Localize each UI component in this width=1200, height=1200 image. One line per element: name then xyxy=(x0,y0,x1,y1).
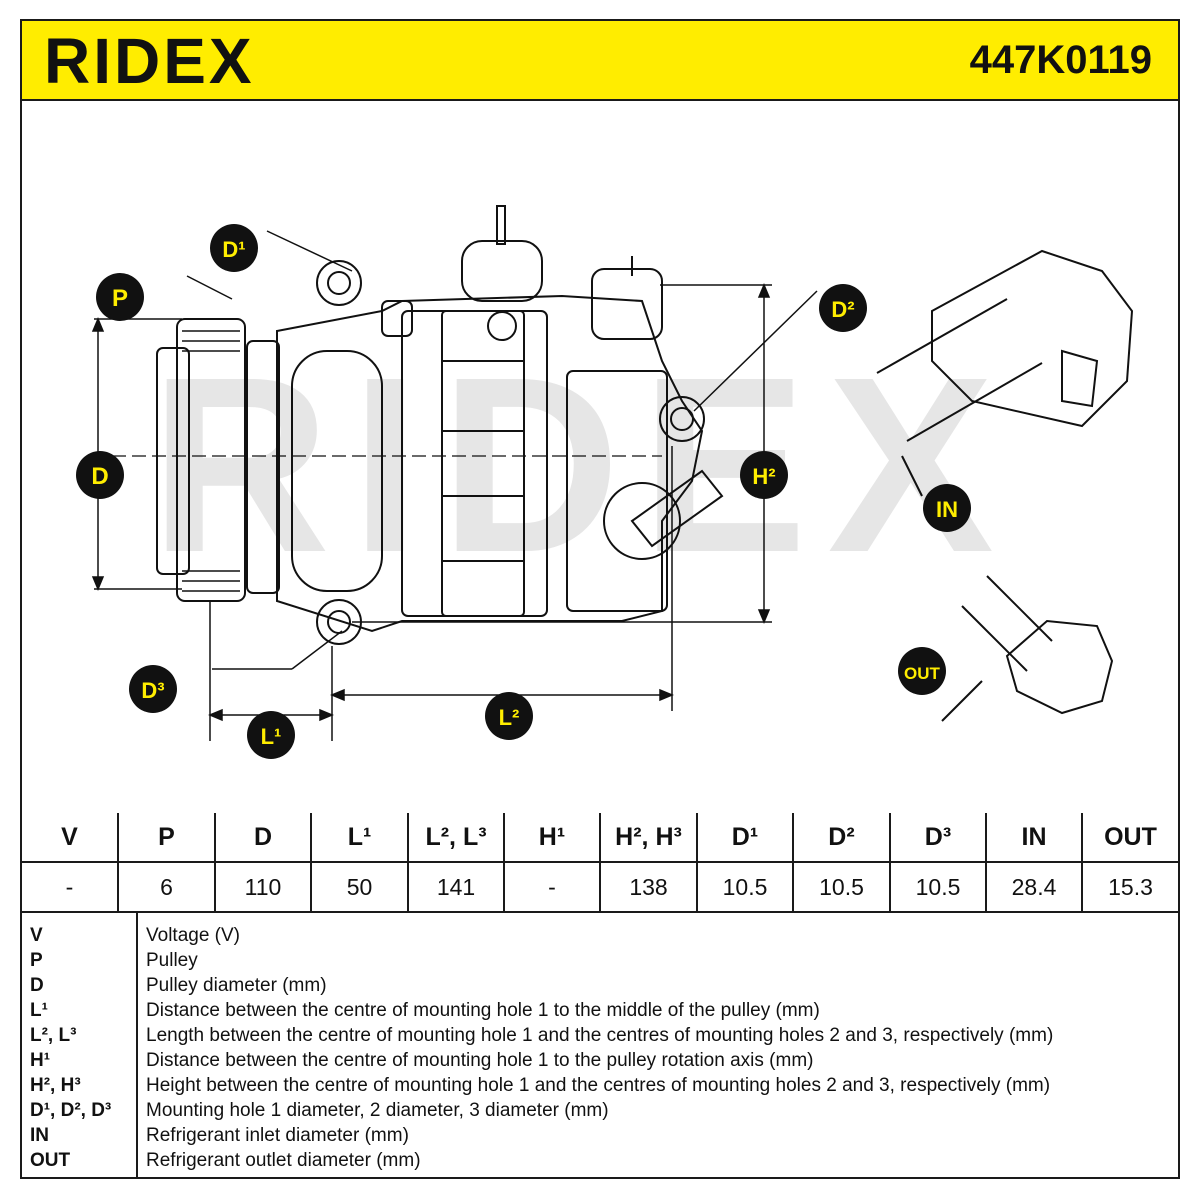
legend-key: D xyxy=(30,975,44,996)
compressor-body xyxy=(112,205,724,645)
spec-value: - xyxy=(22,861,119,913)
spec-header: V xyxy=(22,813,119,863)
legend-desc: Mounting hole 1 diameter, 2 diameter, 3 … xyxy=(146,1100,609,1121)
header-bar: RIDEX 447K0119 xyxy=(22,21,1178,101)
callout-d3: D³ xyxy=(141,678,164,703)
callout-l1: L¹ xyxy=(261,724,282,749)
spec-value: 10.5 xyxy=(792,861,891,913)
legend-desc: Pulley xyxy=(146,950,198,971)
legend-desc: Distance between the centre of mounting … xyxy=(146,1050,814,1071)
callout-d2: D² xyxy=(831,297,854,322)
spec-header: D³ xyxy=(889,813,987,863)
legend-desc: Pulley diameter (mm) xyxy=(146,975,327,996)
legend-key: P xyxy=(30,950,43,971)
callout-l2: L² xyxy=(499,705,520,730)
legend-item: V Voltage (V) xyxy=(22,923,1178,948)
specs-header-row: V P D L¹ L², L³ H¹ H², H³ D¹ D² D³ IN OU… xyxy=(22,813,1178,863)
compressor-drawing: RIDEX xyxy=(76,205,1134,759)
callout-h2: H² xyxy=(752,464,775,489)
legend-desc: Distance between the centre of mounting … xyxy=(146,1000,820,1021)
spec-header: H², H³ xyxy=(599,813,698,863)
legend-item: IN Refrigerant inlet diameter (mm) xyxy=(22,1123,1178,1148)
product-sheet: RIDEX 447K0119 RIDEX xyxy=(20,19,1180,1179)
callout-d: D xyxy=(91,463,108,490)
legend-key: L¹ xyxy=(30,1000,48,1021)
legend-key: H², H³ xyxy=(30,1075,81,1096)
spec-value: 15.3 xyxy=(1081,861,1178,913)
technical-drawing: RIDEX xyxy=(22,101,1178,811)
legend-item: D¹, D², D³ Mounting hole 1 diameter, 2 d… xyxy=(22,1098,1178,1123)
legend-item: D Pulley diameter (mm) xyxy=(22,973,1178,998)
spec-header: IN xyxy=(985,813,1083,863)
legend-item: H¹ Distance between the centre of mounti… xyxy=(22,1048,1178,1073)
legend: V Voltage (V) P Pulley D Pulley diameter… xyxy=(22,913,1178,1177)
legend-desc: Length between the centre of mounting ho… xyxy=(146,1025,1054,1046)
callout-p: P xyxy=(112,285,128,312)
spec-value: 6 xyxy=(117,861,216,913)
spec-header: D xyxy=(214,813,312,863)
spec-value: 141 xyxy=(407,861,505,913)
spec-value: 110 xyxy=(214,861,312,913)
legend-item: OUT Refrigerant outlet diameter (mm) xyxy=(22,1148,1178,1173)
legend-key: D¹, D², D³ xyxy=(30,1100,112,1121)
legend-divider xyxy=(136,913,138,1177)
spec-value: - xyxy=(503,861,601,913)
callout-in: IN xyxy=(936,497,958,522)
legend-key: OUT xyxy=(30,1150,71,1171)
spec-value: 28.4 xyxy=(985,861,1083,913)
specs-value-row: - 6 110 50 141 - 138 10.5 10.5 10.5 28.4… xyxy=(22,861,1178,913)
legend-key: IN xyxy=(30,1125,49,1146)
legend-desc: Refrigerant inlet diameter (mm) xyxy=(146,1125,409,1146)
spec-header: P xyxy=(117,813,216,863)
callout-out: OUT xyxy=(904,664,941,683)
callouts: P D¹ D D² H² D³ L¹ L² IN OUT xyxy=(76,224,971,759)
spec-header: D¹ xyxy=(696,813,794,863)
spec-value: 10.5 xyxy=(696,861,794,913)
spec-header: H¹ xyxy=(503,813,601,863)
callout-d1: D¹ xyxy=(222,237,245,262)
spec-header: L², L³ xyxy=(407,813,505,863)
spec-value: 138 xyxy=(599,861,698,913)
part-number: 447K0119 xyxy=(969,38,1152,82)
legend-item: L², L³ Length between the centre of moun… xyxy=(22,1023,1178,1048)
legend-item: H², H³ Height between the centre of moun… xyxy=(22,1073,1178,1098)
spec-value: 50 xyxy=(310,861,409,913)
specs-table: V P D L¹ L², L³ H¹ H², H³ D¹ D² D³ IN OU… xyxy=(22,813,1178,913)
legend-key: L², L³ xyxy=(30,1025,77,1046)
legend-item: P Pulley xyxy=(22,948,1178,973)
legend-desc: Refrigerant outlet diameter (mm) xyxy=(146,1150,421,1171)
spec-header: D² xyxy=(792,813,891,863)
port-fittings xyxy=(876,249,1134,722)
spec-value: 10.5 xyxy=(889,861,987,913)
legend-key: V xyxy=(30,925,43,946)
brand-logo: RIDEX xyxy=(44,25,255,97)
legend-item: L¹ Distance between the centre of mounti… xyxy=(22,998,1178,1023)
legend-desc: Voltage (V) xyxy=(146,925,240,946)
legend-desc: Height between the centre of mounting ho… xyxy=(146,1075,1051,1096)
legend-key: H¹ xyxy=(30,1050,51,1071)
spec-header: OUT xyxy=(1081,813,1178,863)
spec-header: L¹ xyxy=(310,813,409,863)
